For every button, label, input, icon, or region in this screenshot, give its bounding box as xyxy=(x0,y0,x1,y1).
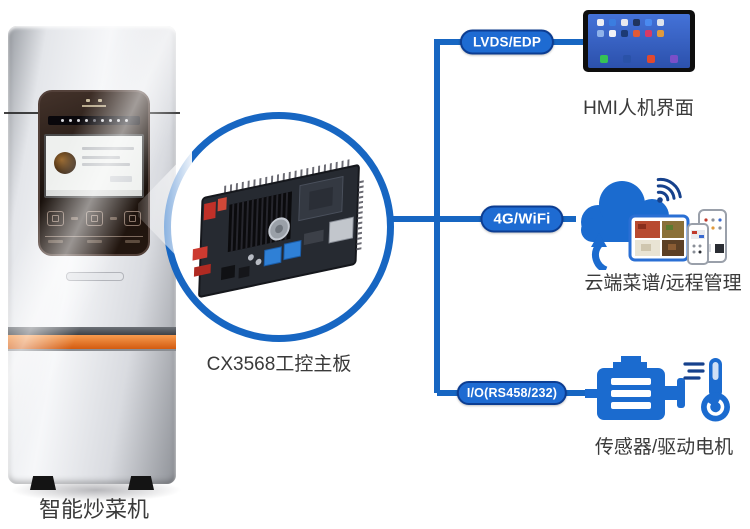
hmi-tablet-icon xyxy=(583,10,695,72)
hmi-label: HMI人机界面 xyxy=(583,98,694,119)
machine-label: 智能炒菜机 xyxy=(38,497,149,522)
io-rs458-232-badge: I/O(RS458/232) xyxy=(456,381,568,405)
smartphone-icons xyxy=(687,209,727,265)
cloud-group xyxy=(581,177,727,270)
machine-foot xyxy=(128,476,154,490)
4g-wifi-badge: 4G/WiFi xyxy=(480,205,564,233)
cloud-label: 云端菜谱/远程管理 xyxy=(584,273,742,294)
tablet-screen xyxy=(588,14,690,68)
upload-arrow-icon xyxy=(591,233,608,270)
board-label: CX3568工控主板 xyxy=(206,354,352,375)
thermometer-icon xyxy=(683,358,730,422)
motherboard-image xyxy=(192,158,364,298)
glass-reflection xyxy=(8,26,176,484)
cooking-machine-illustration xyxy=(0,0,200,529)
machine-body xyxy=(4,26,180,484)
motor-icon xyxy=(585,356,685,420)
machine-foot xyxy=(30,476,56,490)
sensor-label: 传感器/驱动电机 xyxy=(594,437,734,458)
wifi-signal-icon xyxy=(656,177,682,203)
lvds-edp-badge: LVDS/EDP xyxy=(459,29,555,55)
motherboard-callout-circle xyxy=(164,112,394,342)
sensor-motor-group xyxy=(585,356,730,422)
recipe-grid-icon xyxy=(628,214,690,262)
